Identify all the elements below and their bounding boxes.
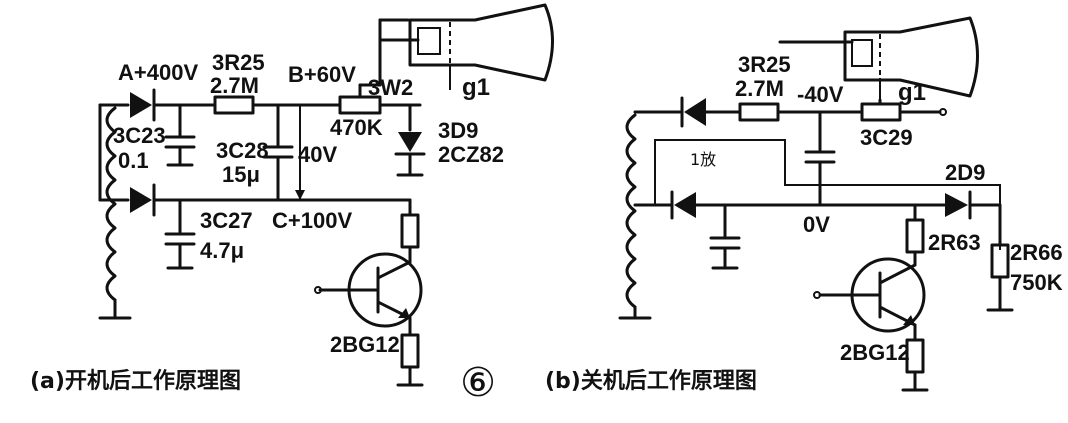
c27-value: 4.7μ xyxy=(200,238,244,263)
capacitor-3c28 xyxy=(262,103,294,202)
r25-name-b: 3R25 xyxy=(738,52,791,77)
r66-name: 2R66 xyxy=(1010,240,1063,265)
caption-b: (b)关机后工作原理图 xyxy=(545,369,757,394)
transformer-coil-b xyxy=(625,113,637,309)
w2-name: 3W2 xyxy=(368,75,413,100)
node-c-label: C+100V xyxy=(272,208,352,233)
node-neg-label: -40V xyxy=(797,82,844,107)
crt-tube-a xyxy=(378,3,554,90)
discharge-path xyxy=(654,139,1001,250)
diode-b-top xyxy=(680,96,706,128)
circuit-b: g1 xyxy=(545,16,1063,394)
c28-voltage: 40V xyxy=(298,142,337,167)
diode-b-bottom xyxy=(670,190,696,220)
resistor-3r25-a xyxy=(213,95,255,115)
circuit-a: g1 xyxy=(30,3,554,394)
crt-tube-b xyxy=(778,16,979,100)
resistor-2r63 xyxy=(905,218,925,254)
r25-name-a: 3R25 xyxy=(212,50,265,75)
discharge-label: 1放 xyxy=(690,150,716,169)
caption-a: (a)开机后工作原理图 xyxy=(30,369,241,394)
collector-resistor-a xyxy=(400,213,420,249)
capacitor-b-bottom xyxy=(709,203,741,270)
transistor-2bg12-a xyxy=(314,252,423,328)
transistor-label-b: 2BG12 xyxy=(840,340,910,365)
capacitor-3c27 xyxy=(164,198,196,270)
emitter-resistor-a xyxy=(400,333,420,369)
d9-value-a: 2CZ82 xyxy=(438,142,504,167)
d9-name-b: 2D9 xyxy=(945,160,985,185)
c23-value: 0.1 xyxy=(118,148,149,173)
transistor-label-a: 2BG12 xyxy=(330,332,400,357)
capacitor-3c23 xyxy=(164,103,196,167)
r25-value-b: 2.7M xyxy=(735,76,784,101)
c23-name: 3C23 xyxy=(113,123,166,148)
transformer-coil-a xyxy=(105,106,117,302)
node-zero-label: 0V xyxy=(803,212,830,237)
transistor-2bg12-b xyxy=(813,257,926,333)
diode-2d9 xyxy=(945,190,972,220)
zener-3d9 xyxy=(394,103,426,177)
crt-g1-label-a: g1 xyxy=(462,74,490,101)
c29-name: 3C29 xyxy=(860,125,913,150)
crt-g1-label-b: g1 xyxy=(898,79,926,106)
capacitor-3c29 xyxy=(804,110,836,207)
c28-name: 3C28 xyxy=(216,138,269,163)
figure-number: ⑥ xyxy=(460,360,496,406)
c27-name: 3C27 xyxy=(200,208,253,233)
r25-value-a: 2.7M xyxy=(210,73,259,98)
r66-value: 750K xyxy=(1010,270,1063,295)
resistor-3r25-b xyxy=(738,102,780,122)
r63-name: 2R63 xyxy=(928,230,981,255)
w2-value: 470K xyxy=(330,115,383,140)
node-a-label: A+400V xyxy=(118,60,198,85)
c28-value: 15μ xyxy=(222,162,260,187)
diode-a-top xyxy=(130,88,156,122)
d9-name-a: 3D9 xyxy=(438,118,478,143)
diode-a-bottom xyxy=(130,183,156,217)
node-b-label: B+60V xyxy=(288,62,356,87)
capacitor-3c29-resistor xyxy=(860,102,902,122)
